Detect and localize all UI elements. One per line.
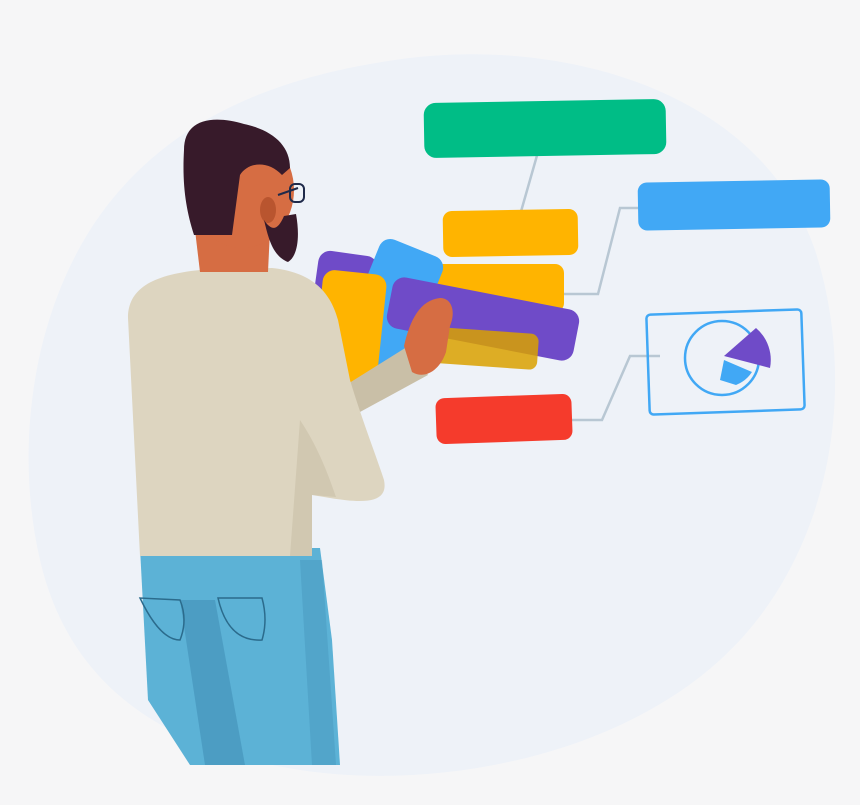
- connector-lines: [518, 151, 660, 422]
- glasses: [277, 183, 305, 203]
- card-red: [435, 393, 573, 445]
- beard: [264, 214, 298, 262]
- held-cards: [306, 238, 580, 388]
- card-yellow-top: [442, 208, 579, 258]
- card-blue: [637, 179, 831, 231]
- hand: [404, 298, 453, 375]
- hair: [183, 119, 290, 235]
- pie-chart-card: [645, 308, 806, 416]
- person: [128, 119, 453, 765]
- card-green: [423, 99, 667, 158]
- pie-chart-frame: [645, 308, 806, 416]
- pie-slice-secondary: [720, 360, 752, 385]
- pie-slice-main: [724, 328, 771, 368]
